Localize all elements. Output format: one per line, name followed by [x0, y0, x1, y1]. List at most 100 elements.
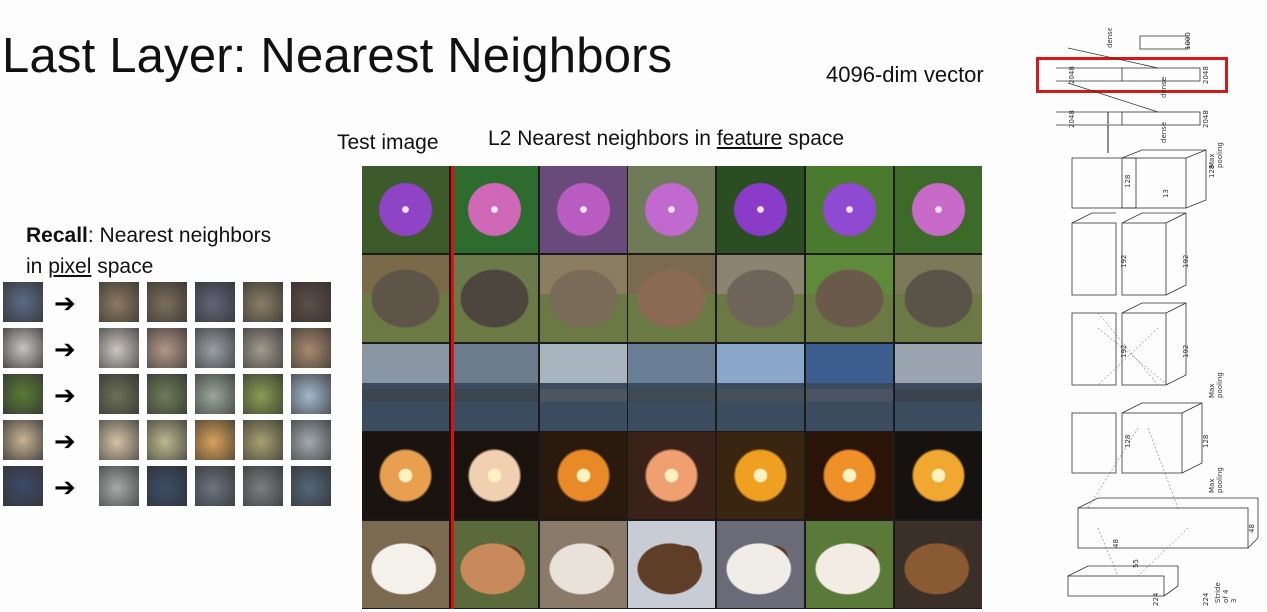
- feature-neighbor-thumbnail: [628, 432, 716, 520]
- pixel-nn-row: ➔: [3, 282, 333, 326]
- feature-neighbor-thumbnail: [806, 254, 893, 342]
- feature-neighbor-thumbnail: [450, 254, 538, 342]
- svg-text:1000: 1000: [1184, 32, 1192, 50]
- pixel-neighbor-thumbnail: [243, 420, 283, 460]
- svg-text:2048: 2048: [1068, 110, 1076, 128]
- pixel-neighbor-thumbnail: [195, 374, 235, 414]
- pixel-query-thumbnail: [3, 466, 43, 506]
- pixel-query-thumbnail: [3, 420, 43, 460]
- svg-text:Stride: Stride: [1214, 582, 1222, 603]
- pixel-neighbor-thumbnail: [147, 328, 187, 368]
- feature-neighbor-thumbnail: [539, 343, 627, 431]
- nn-feature-label: L2 Nearest neighbors in feature space: [488, 127, 844, 151]
- recall-line-2: in pixel space: [26, 251, 271, 282]
- svg-text:55: 55: [1132, 559, 1140, 568]
- pixel-neighbor-thumbnail: [243, 282, 283, 322]
- feature-neighbor-thumbnail: [539, 432, 627, 520]
- feature-neighbor-thumbnail: [806, 343, 893, 431]
- feature-neighbor-thumbnail: [450, 166, 538, 253]
- pixel-neighbor-thumbnail: [195, 328, 235, 368]
- feature-neighbor-thumbnail: [539, 521, 627, 609]
- svg-text:192: 192: [1120, 345, 1128, 358]
- svg-text:dense: dense: [1106, 28, 1114, 48]
- pixel-neighbor-thumbnail: [243, 466, 283, 506]
- svg-text:128: 128: [1208, 165, 1216, 178]
- test-image-label: Test image: [337, 131, 439, 154]
- svg-text:pooling: pooling: [1216, 372, 1224, 398]
- pixel-neighbor-thumbnail: [195, 466, 235, 506]
- svg-text:dense: dense: [1160, 122, 1168, 143]
- feature-neighbor-thumbnail: [894, 343, 982, 431]
- pixel-nn-row: ➔: [3, 374, 333, 418]
- svg-text:2048: 2048: [1202, 66, 1210, 84]
- nn-label-feature: feature: [716, 127, 783, 150]
- svg-text:Max: Max: [1208, 384, 1216, 398]
- svg-text:Max: Max: [1208, 479, 1216, 493]
- pixel-neighbor-thumbnail: [195, 282, 235, 322]
- pixel-neighbor-thumbnail: [147, 420, 187, 460]
- feature-neighbor-thumbnail: [450, 343, 538, 431]
- svg-text:48: 48: [1112, 539, 1120, 548]
- feature-neighbor-thumbnail: [450, 432, 538, 520]
- pixel-neighbor-thumbnail: [147, 374, 187, 414]
- pixel-query-thumbnail: [3, 282, 43, 322]
- svg-text:48: 48: [1248, 524, 1256, 533]
- pixel-query-thumbnail: [3, 328, 43, 368]
- pixel-query-thumbnail: [3, 374, 43, 414]
- recall-line-1: Recall: Nearest neighbors: [26, 220, 271, 251]
- test-image-thumbnail: [362, 432, 449, 520]
- feature-neighbor-thumbnail: [628, 166, 716, 253]
- feature-neighbor-thumbnail: [894, 166, 982, 253]
- vector-label: 4096-dim vector: [826, 62, 984, 87]
- pixel-neighbor-thumbnail: [99, 328, 139, 368]
- feature-neighbor-thumbnail: [894, 254, 982, 342]
- pixel-neighbor-thumbnail: [291, 374, 331, 414]
- pixel-neighbor-thumbnail: [99, 282, 139, 322]
- feature-neighbor-thumbnail: [806, 521, 893, 609]
- recall-pixel: pixel: [48, 255, 92, 278]
- feature-neighbor-thumbnail: [539, 166, 627, 253]
- feature-neighbor-thumbnail: [717, 521, 805, 609]
- test-image-thumbnail: [362, 254, 449, 342]
- pixel-neighbor-thumbnail: [147, 282, 187, 322]
- svg-text:192: 192: [1120, 255, 1128, 268]
- svg-text:192: 192: [1182, 345, 1190, 358]
- feature-neighbor-thumbnail: [806, 166, 893, 253]
- svg-text:of 4: of 4: [1222, 589, 1230, 603]
- svg-text:dense: dense: [1160, 77, 1168, 98]
- test-image-divider: [451, 166, 454, 609]
- feature-neighbor-thumbnail: [717, 432, 805, 520]
- arrow-right-icon: ➔: [54, 472, 76, 502]
- recall-text: Recall: Nearest neighbors in pixel space: [26, 220, 271, 282]
- svg-text:128: 128: [1124, 175, 1132, 188]
- svg-text:pooling: pooling: [1216, 142, 1224, 168]
- recall-space: space: [91, 255, 154, 278]
- svg-text:224: 224: [1152, 592, 1160, 606]
- feature-neighbor-thumbnail: [717, 343, 805, 431]
- svg-text:128: 128: [1202, 435, 1210, 448]
- pixel-neighbor-thumbnail: [99, 466, 139, 506]
- feature-neighbor-thumbnail: [894, 521, 982, 609]
- feature-neighbor-thumbnail: [628, 343, 716, 431]
- pixel-neighbor-thumbnail: [291, 328, 331, 368]
- test-image-thumbnail: [362, 166, 449, 253]
- pixel-neighbor-thumbnail: [195, 420, 235, 460]
- test-image-thumbnail: [362, 343, 449, 431]
- feature-neighbor-thumbnail: [539, 254, 627, 342]
- pixel-neighbor-thumbnail: [99, 374, 139, 414]
- recall-bold: Recall: [26, 224, 88, 247]
- svg-text:Max: Max: [1208, 154, 1216, 168]
- arrow-right-icon: ➔: [54, 288, 76, 318]
- svg-text:192: 192: [1182, 255, 1190, 268]
- feature-neighbor-thumbnail: [628, 521, 716, 609]
- pixel-neighbor-thumbnail: [243, 374, 283, 414]
- svg-text:2048: 2048: [1202, 110, 1210, 128]
- feature-neighbor-thumbnail: [717, 254, 805, 342]
- pixel-neighbor-thumbnail: [99, 420, 139, 460]
- feature-neighbor-thumbnail: [894, 432, 982, 520]
- svg-text:224: 224: [1202, 592, 1210, 606]
- pixel-neighbor-thumbnail: [291, 420, 331, 460]
- recall-in: in: [26, 255, 49, 278]
- feature-neighbor-thumbnail: [450, 521, 538, 609]
- arrow-right-icon: ➔: [54, 426, 76, 456]
